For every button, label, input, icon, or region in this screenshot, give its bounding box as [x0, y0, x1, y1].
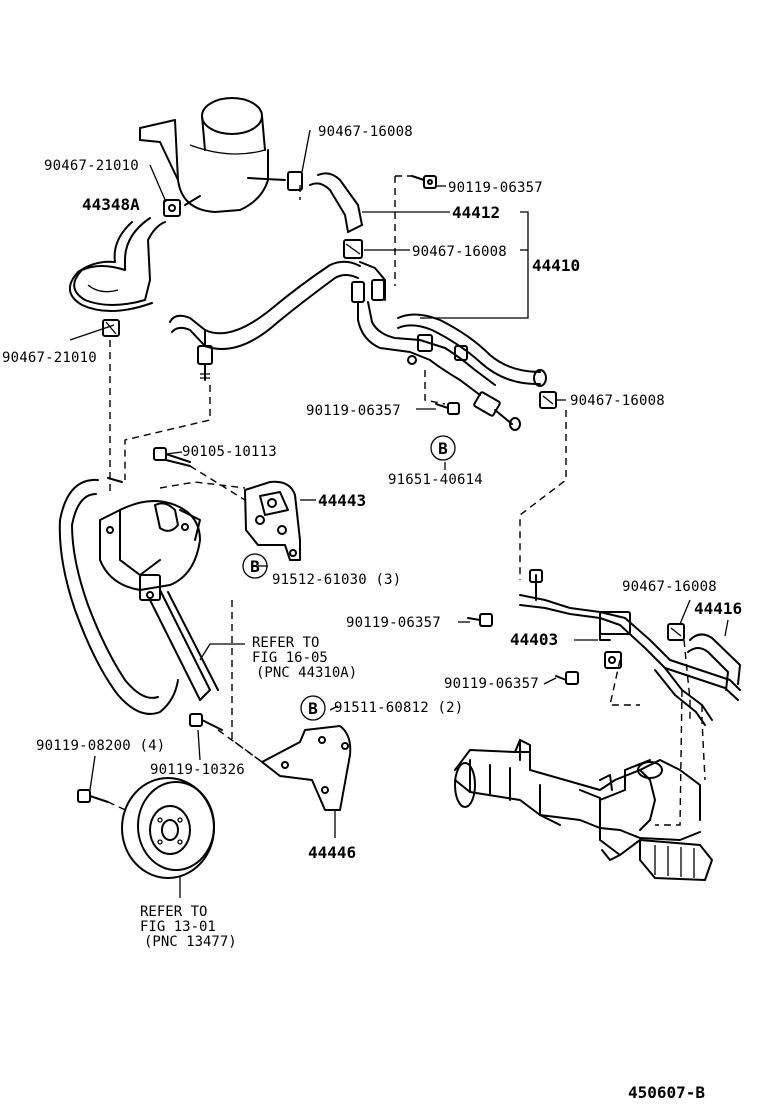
hose-44412: [309, 172, 363, 233]
hose-44416: [687, 633, 741, 691]
steering-gear-rack: [454, 739, 713, 881]
label-90119-06357-top: 90119-06357: [448, 180, 543, 196]
label-90467-21010-top: 90467-21010: [44, 158, 139, 174]
label-44416: 44416: [694, 599, 742, 618]
label-90467-16008-top: 90467-16008: [318, 124, 413, 140]
clamp-90467-21010-left: [102, 319, 120, 337]
label-44443: 44443: [318, 491, 366, 510]
bolt-90119-06357-low2: [555, 671, 579, 685]
clamp-90467-16008-low: [667, 623, 685, 641]
bolt-90119-06357-top: [411, 175, 437, 189]
hose-44348A: [69, 217, 166, 313]
ref1-line2: FIG 16-05: [252, 650, 328, 666]
label-91511-60812: 91511-60812 (2): [334, 700, 463, 716]
b-mark: B: [308, 699, 318, 718]
ref1-line3: (PNC 44310A): [256, 665, 357, 681]
bolt-90119-08200: [77, 789, 109, 803]
ref2-line2: FIG 13-01: [140, 919, 216, 935]
ref2-line1: REFER TO: [140, 904, 207, 920]
crankshaft-pulley: [121, 777, 215, 879]
bolt-90119-06357-mid: [435, 402, 460, 415]
circle-B-3: B: [300, 695, 326, 721]
label-90467-16008-right: 90467-16008: [570, 393, 665, 409]
ref1-line1: REFER TO: [252, 635, 319, 651]
label-90119-06357-low2: 90119-06357: [444, 676, 539, 692]
label-44412: 44412: [452, 203, 500, 222]
label-91512-61030: 91512-61030 (3): [272, 572, 401, 588]
leader-lines: [69, 129, 729, 898]
return-tube-44403: [519, 569, 741, 726]
reference-note-1: REFER TO FIG 16-05 (PNC 44310A): [252, 635, 357, 681]
label-90119-08200: 90119-08200 (4): [36, 738, 165, 754]
label-91651-40614: 91651-40614: [388, 472, 483, 488]
pressure-hose-44410: [169, 260, 547, 431]
vane-pump-belt: [58, 477, 219, 715]
bracket-44443: [244, 480, 301, 561]
label-44446: 44446: [308, 843, 356, 862]
dashed-connectors: [107, 175, 706, 826]
label-90119-06357-mid: 90119-06357: [306, 403, 401, 419]
label-90467-16008-mid: 90467-16008: [412, 244, 507, 260]
clamp-90467-16008-mid: [343, 239, 363, 259]
bracket-44446: [261, 725, 352, 811]
ref2-line3: (PNC 13477): [144, 934, 237, 950]
label-90467-16008-low: 90467-16008: [622, 579, 717, 595]
diagram-code: 450607-B: [628, 1083, 705, 1102]
circle-B-2: B: [242, 553, 268, 579]
bolt-90119-06357-low1: [467, 613, 493, 627]
b-mark: B: [438, 439, 448, 458]
label-90467-21010-left: 90467-21010: [2, 350, 97, 366]
clamp-90467-16008-right: [539, 391, 557, 409]
reference-note-2: REFER TO FIG 13-01 (PNC 13477): [140, 904, 237, 950]
label-90105-10113: 90105-10113: [182, 444, 277, 460]
label-44410: 44410: [532, 256, 580, 275]
circle-B-1: B: [430, 435, 456, 461]
bolt-90119-10326: [189, 713, 223, 731]
label-90119-06357-low1: 90119-06357: [346, 615, 441, 631]
label-44348A: 44348A: [82, 195, 140, 214]
label-44403: 44403: [510, 630, 558, 649]
reservoir-tank: [139, 97, 303, 217]
label-90119-10326: 90119-10326: [150, 762, 245, 778]
b-mark: B: [250, 557, 260, 576]
